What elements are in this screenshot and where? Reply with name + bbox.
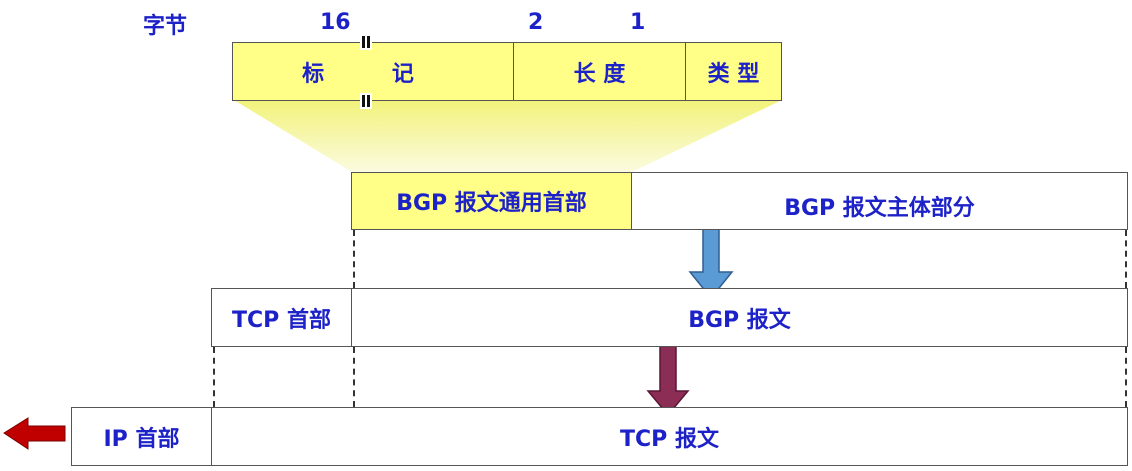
- tcp-message: TCP 首部 BGP 报文: [211, 288, 1128, 347]
- marker-field-label: 标 记: [302, 61, 444, 87]
- bgp-common-header-label: BGP 报文通用首部: [396, 191, 587, 216]
- break-mark-top: [360, 34, 372, 50]
- marker-size-label: 16: [320, 10, 351, 35]
- tcp-header: TCP 首部: [212, 289, 352, 346]
- bgp-message: BGP 报文通用首部 BGP 报文主体部分: [351, 172, 1128, 230]
- dashed-guide: [1125, 347, 1127, 407]
- expansion-funnel: [234, 100, 782, 172]
- length-size-label: 2: [528, 10, 544, 35]
- bgp-common-header: BGP 报文通用首部: [352, 173, 632, 229]
- bgp-header-fields: 标 记 长 度 类 型: [232, 42, 782, 101]
- tcp-payload-label: BGP 报文: [688, 307, 791, 333]
- dashed-guide: [1125, 230, 1127, 288]
- byte-unit-label: 字节: [143, 14, 188, 39]
- length-field-label: 长 度: [573, 61, 626, 87]
- tcp-payload: BGP 报文: [352, 289, 1127, 346]
- ip-datagram: IP 首部 TCP 报文: [71, 407, 1128, 466]
- ip-header: IP 首部: [72, 408, 212, 465]
- break-mark-bottom: [360, 93, 372, 109]
- marker-field: 标 记: [233, 43, 513, 100]
- tcp-header-label: TCP 首部: [232, 307, 331, 333]
- dashed-guide: [353, 347, 355, 407]
- purple-down-arrow: [646, 334, 690, 417]
- type-field-label: 类 型: [707, 61, 760, 87]
- type-size-label: 1: [630, 10, 646, 35]
- bgp-message-body: BGP 报文主体部分: [632, 173, 1127, 229]
- red-left-arrow: [3, 417, 66, 450]
- length-field: 长 度: [513, 43, 685, 100]
- blue-down-arrow: [688, 218, 734, 300]
- ip-header-label: IP 首部: [103, 426, 180, 452]
- dashed-guide: [353, 230, 355, 288]
- type-field: 类 型: [685, 43, 781, 100]
- ip-payload: TCP 报文: [212, 408, 1127, 465]
- bgp-message-body-label: BGP 报文主体部分: [784, 196, 975, 221]
- dashed-guide: [213, 347, 215, 407]
- ip-payload-label: TCP 报文: [620, 426, 719, 452]
